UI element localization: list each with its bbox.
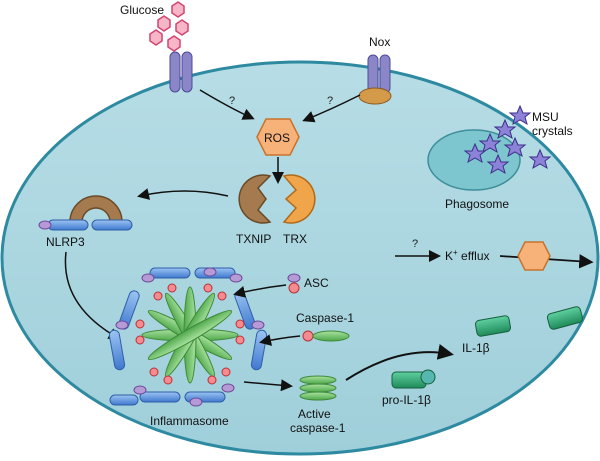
il1b-icon (475, 315, 511, 337)
phagosome-icon (427, 129, 521, 191)
caspase1-to-inflammasome-arrow (259, 334, 301, 346)
ros-icon (256, 118, 300, 156)
k-channel-icon (517, 241, 551, 271)
glucose-receptor-icon (169, 51, 193, 93)
glucose-label: Glucose (120, 3, 164, 17)
msu-label-line1: MSU (532, 110, 559, 124)
msu-crystal-icon (463, 104, 552, 175)
pro-il1b-label: pro-IL-1β (382, 393, 431, 407)
inflammasome-label: Inflammasome (150, 414, 229, 428)
active-caspase1-icon (299, 375, 337, 401)
asc-label: ASC (304, 276, 329, 290)
phagosome-label: Phagosome (445, 197, 509, 211)
active-caspase1-label-line2: caspase-1 (290, 421, 346, 435)
asc-to-inflammasome-arrow (233, 284, 287, 298)
trx-icon (282, 174, 316, 224)
question-mark-nox: ? (327, 95, 333, 107)
trx-label: TRX (283, 232, 307, 246)
caspase1-icon (302, 330, 350, 342)
nox-receptor-icon (358, 54, 392, 105)
msu-label-line2: crystals (532, 124, 573, 138)
txnip-icon (238, 174, 272, 224)
inflammasome-to-active-arrow (243, 379, 293, 392)
active-caspase1-label-line1: Active (298, 407, 331, 421)
k-efflux-label: K+ efflux (445, 248, 490, 263)
txnip-label: TXNIP (236, 232, 271, 246)
question-mark-k: ? (412, 238, 418, 250)
ros-label: ROS (264, 131, 290, 145)
nlrp3-icon (38, 195, 133, 231)
asc-icon (287, 273, 301, 294)
cleavage-arrow (345, 344, 454, 381)
inflammasome-icon (108, 267, 268, 407)
caspase1-label: Caspase-1 (296, 311, 354, 325)
nlrp3-to-inflammasome-arrow (64, 251, 121, 340)
txnip-to-nlrp3-arrow (137, 188, 229, 200)
secreted-il1b-icon (546, 306, 584, 330)
question-mark-glucose: ? (229, 95, 235, 107)
nox-to-ros-arrow (302, 94, 361, 123)
glucose-to-ros-arrow (199, 89, 255, 120)
glucose-icon (149, 1, 189, 52)
pro-il1b-icon (391, 369, 436, 389)
nlrp3-label: NLRP3 (46, 235, 85, 249)
nox-label: Nox (369, 35, 390, 49)
il1b-label: IL-1β (462, 341, 490, 355)
